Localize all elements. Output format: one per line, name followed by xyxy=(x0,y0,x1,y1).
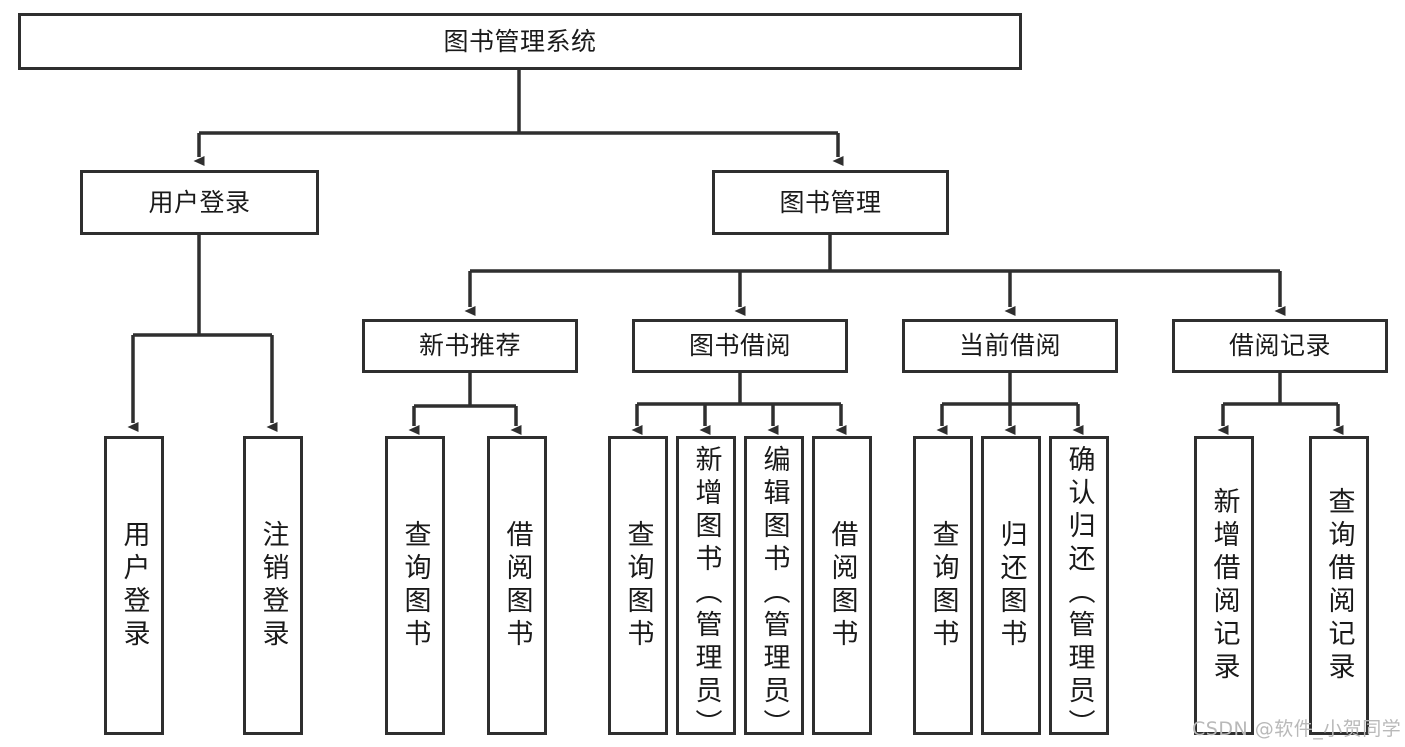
leaf-query-borrow-record[interactable]: 查询借阅记录 xyxy=(1309,436,1369,735)
node-label: 图书管理系统 xyxy=(443,26,597,56)
node-label: 图书借阅 xyxy=(688,331,791,360)
node-label: 编辑图书（管理员） xyxy=(758,445,790,742)
node-book-management[interactable]: 图书管理 xyxy=(712,170,949,235)
leaf-query-book-current[interactable]: 查询图书 xyxy=(913,436,973,735)
leaf-user-logout[interactable]: 注销登录 xyxy=(243,436,303,735)
node-label: 图书管理 xyxy=(779,187,882,217)
leaf-query-book-recommend[interactable]: 查询图书 xyxy=(385,436,445,735)
leaf-user-login[interactable]: 用户登录 xyxy=(104,436,164,735)
node-label: 新书推荐 xyxy=(418,331,521,360)
node-label: 注销登录 xyxy=(257,519,289,652)
node-label: 用户登录 xyxy=(118,519,150,652)
leaf-borrow-book-borrow[interactable]: 借阅图书 xyxy=(812,436,872,735)
node-current-borrow[interactable]: 当前借阅 xyxy=(902,319,1118,373)
node-label: 新增图书（管理员） xyxy=(690,445,722,742)
node-label: 当前借阅 xyxy=(958,331,1061,360)
node-borrow-record[interactable]: 借阅记录 xyxy=(1172,319,1388,373)
leaf-add-book-admin[interactable]: 新增图书（管理员） xyxy=(676,436,736,742)
leaf-return-book[interactable]: 归还图书 xyxy=(981,436,1041,735)
leaf-add-borrow-record[interactable]: 新增借阅记录 xyxy=(1194,436,1254,735)
node-label: 用户登录 xyxy=(148,187,251,217)
node-label: 归还图书 xyxy=(995,519,1027,652)
node-label: 查询图书 xyxy=(399,519,431,652)
node-label: 借阅图书 xyxy=(501,519,533,652)
csdn-watermark: CSDN @软件_小贺同学 xyxy=(1192,718,1402,740)
leaf-confirm-return-admin[interactable]: 确认归还（管理员） xyxy=(1049,436,1109,742)
leaf-edit-book-admin[interactable]: 编辑图书（管理员） xyxy=(744,436,804,742)
leaf-query-book-borrow[interactable]: 查询图书 xyxy=(608,436,668,735)
leaf-borrow-book-recommend[interactable]: 借阅图书 xyxy=(487,436,547,735)
node-label: 确认归还（管理员） xyxy=(1063,445,1095,742)
node-book-borrow[interactable]: 图书借阅 xyxy=(632,319,848,373)
node-user-login[interactable]: 用户登录 xyxy=(80,170,319,235)
node-label: 借阅记录 xyxy=(1228,331,1331,360)
node-label: 查询图书 xyxy=(622,519,654,652)
node-label: 新增借阅记录 xyxy=(1208,486,1240,685)
node-label: 借阅图书 xyxy=(826,519,858,652)
node-root-book-management-system[interactable]: 图书管理系统 xyxy=(18,13,1022,70)
node-label: 查询借阅记录 xyxy=(1323,486,1355,685)
node-new-book-recommend[interactable]: 新书推荐 xyxy=(362,319,578,373)
node-label: 查询图书 xyxy=(927,519,959,652)
